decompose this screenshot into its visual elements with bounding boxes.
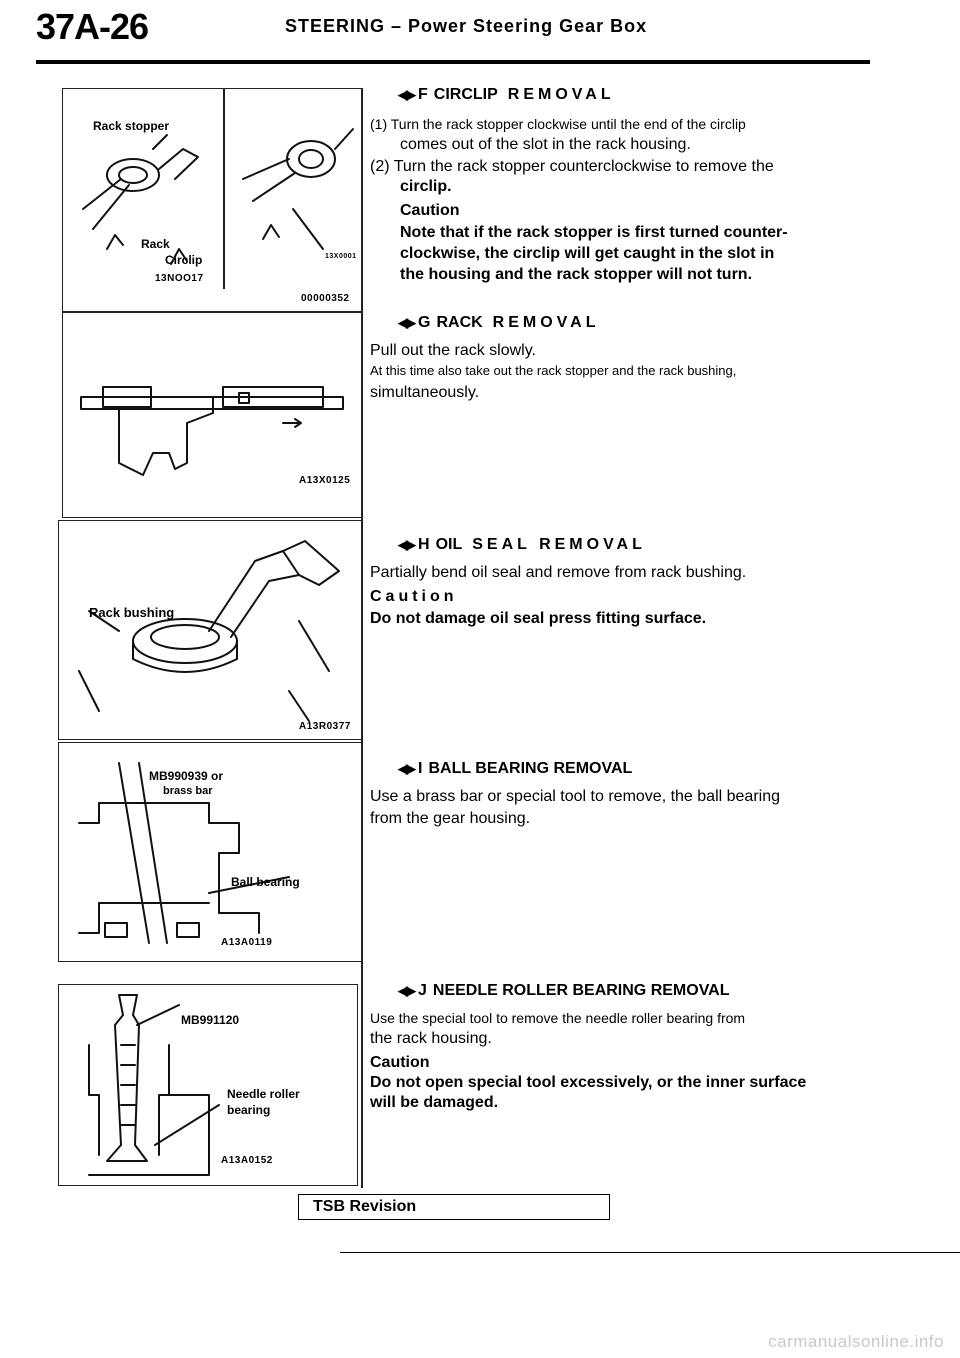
step-text: (2) Turn the rack stopper counterclockwi… <box>370 158 774 175</box>
step-text: At this time also take out the rack stop… <box>370 363 737 378</box>
figure-circlip-removal: Rack stopper Rack Circlip 13NOO17 13X000… <box>62 88 362 312</box>
steering-rack-illustration <box>80 386 344 476</box>
section-heading-h: ◀▶ H OIL SEAL REMOVAL <box>398 536 646 554</box>
figure-code: A13R0377 <box>299 721 351 732</box>
figure-code: A13X0125 <box>299 475 351 486</box>
label-special-tool: MB991120 <box>181 1013 240 1027</box>
step-text: Use a brass bar or special tool to remov… <box>370 788 780 805</box>
figure-code: A13A0152 <box>221 1155 273 1166</box>
label-brass-bar: brass bar <box>163 785 213 797</box>
tsb-revision-box: TSB Revision <box>298 1194 610 1220</box>
label-special-tool: MB990939 or <box>149 769 224 783</box>
figure-divider <box>223 89 225 289</box>
step-text: from the gear housing. <box>370 810 531 827</box>
step-text: Use the special tool to remove the needl… <box>370 1010 746 1026</box>
section-title-word: CIRCLIP <box>433 86 498 103</box>
step-text: circlip. <box>400 178 452 195</box>
section-heading-i: ◀▶ I BALL BEARING REMOVAL <box>398 760 632 778</box>
caution-text: the housing and the rack stopper will no… <box>400 266 753 283</box>
step-text: (1) Turn the rack stopper clockwise unti… <box>370 116 746 132</box>
caution-text: Do not damage oil seal press fitting sur… <box>370 610 707 627</box>
page-title: STEERING – Power Steering Gear Box <box>285 16 648 36</box>
step-text: the rack housing. <box>370 1030 492 1047</box>
figure-needle-bearing-removal: MB991120 Needle roller bearing A13A0152 <box>58 984 358 1186</box>
label-rack-bushing: Rack bushing <box>89 605 175 620</box>
step-text: Partially bend oil seal and remove from … <box>370 564 747 581</box>
needle-bearing-tool-illustration <box>88 994 220 1176</box>
figure-code: 00000352 <box>301 293 350 304</box>
section-title: BALL BEARING REMOVAL <box>428 760 633 777</box>
caution-text: clockwise, the circlip will get caught i… <box>400 245 775 262</box>
step-marker-icon: ◀▶ <box>398 761 416 776</box>
section-letter: I <box>418 760 423 777</box>
figure-ball-bearing-removal: MB990939 or brass bar Ball bearing A13A0… <box>58 742 362 962</box>
section-title-rest: SEAL REMOVAL <box>472 536 646 553</box>
circlip-pliers-illustration-left <box>82 134 199 265</box>
label-rack: Rack <box>141 237 170 251</box>
section-letter: J <box>418 982 427 999</box>
section-letter: G <box>418 314 431 331</box>
caution-text: will be damaged. <box>370 1094 499 1111</box>
figure-rack-removal: A13X0125 <box>62 312 362 518</box>
caution-label: Caution <box>370 1054 430 1071</box>
step-marker-icon: ◀▶ <box>398 983 416 998</box>
label-rack-stopper: Rack stopper <box>93 119 170 133</box>
section-heading-f: ◀▶ F CIRCLIP REMOVAL <box>398 86 615 104</box>
section-title-rest: REMOVAL <box>507 86 615 103</box>
figure-oil-seal-removal: Rack bushing A13R0377 <box>58 520 362 740</box>
caution-label: Caution <box>370 588 458 605</box>
step-marker-icon: ◀▶ <box>398 87 416 102</box>
rack-bushing-illustration <box>78 540 340 722</box>
step-marker-icon: ◀▶ <box>398 537 416 552</box>
figure-code: A13A0119 <box>221 937 273 948</box>
label-ball-bearing: Ball bearing <box>231 875 300 889</box>
step-text: comes out of the slot in the rack housin… <box>400 136 691 153</box>
ball-bearing-tool-illustration <box>78 762 290 944</box>
figure-code: 13X0001 <box>325 253 357 260</box>
column-divider <box>361 88 363 1188</box>
label-circlip: Circlip <box>165 253 203 267</box>
section-title-word: OIL <box>435 536 463 553</box>
caution-text: Do not open special tool excessively, or… <box>370 1074 807 1091</box>
header-divider <box>36 60 870 64</box>
page-number: 37A-26 <box>36 6 149 47</box>
label-needle-roller: Needle roller <box>227 1087 300 1101</box>
section-title: NEEDLE ROLLER BEARING REMOVAL <box>432 982 730 999</box>
section-heading-g: ◀▶ G RACK REMOVAL <box>398 314 599 332</box>
section-heading-j: ◀▶ J NEEDLE ROLLER BEARING REMOVAL <box>398 982 730 1000</box>
step-text: simultaneously. <box>370 384 480 401</box>
step-marker-icon: ◀▶ <box>398 315 416 330</box>
label-bearing: bearing <box>227 1103 271 1117</box>
section-letter: F <box>418 86 428 103</box>
section-letter: H <box>418 536 430 553</box>
figure-code: 13NOO17 <box>155 273 204 284</box>
watermark: carmanualsonline.info <box>768 1332 944 1351</box>
caution-text: Note that if the rack stopper is first t… <box>400 224 788 241</box>
circlip-pliers-illustration-right <box>242 128 354 250</box>
footer-divider <box>340 1252 960 1253</box>
section-title-rest: REMOVAL <box>492 314 600 331</box>
step-text: Pull out the rack slowly. <box>370 342 536 359</box>
section-title-word: RACK <box>436 314 483 331</box>
caution-label: Caution <box>400 202 460 219</box>
